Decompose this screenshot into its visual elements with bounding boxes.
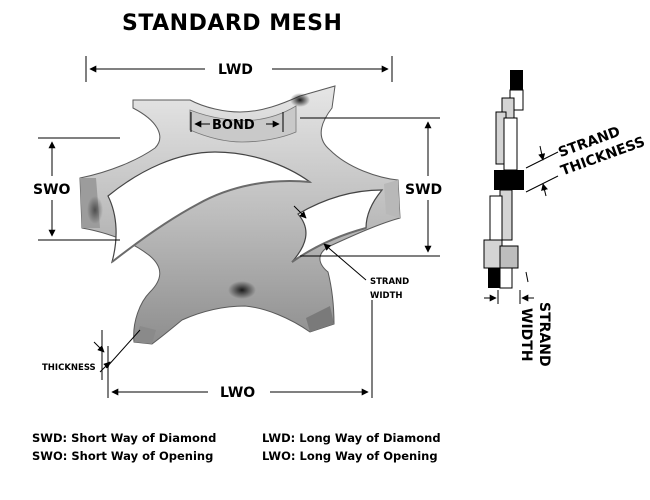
- swo-dimension: [38, 137, 120, 241]
- strand-width-side-dimension: [484, 271, 534, 304]
- thickness-pointer: [93, 329, 141, 380]
- diagram-title: STANDARD MESH: [122, 11, 342, 36]
- lwd-label: LWD: [218, 62, 253, 78]
- strand-profile: [483, 70, 524, 289]
- mesh-body: [79, 85, 401, 345]
- swo-label: SWO: [33, 182, 71, 198]
- legend-swd: SWD: Short Way of Diamond: [32, 431, 216, 445]
- lwo-dimension: [107, 300, 373, 398]
- legend-swo: SWO: Short Way of Opening: [32, 449, 213, 463]
- legend-lwo: LWO: Long Way of Opening: [262, 449, 438, 463]
- strand-thickness-label: STRAND THICKNESS: [556, 124, 647, 179]
- strand-thickness-dimension: [525, 145, 559, 197]
- strand-width-pointer: [293, 205, 367, 281]
- legend-lwd: LWD: Long Way of Diamond: [262, 431, 441, 445]
- lwd-dimension: [85, 56, 393, 82]
- legend: SWD: Short Way of Diamond SWO: Short Way…: [32, 431, 441, 463]
- strand-width-vertical-line2: WIDTH: [518, 308, 534, 362]
- thickness-label: THICKNESS: [42, 363, 96, 373]
- strand-width-vertical-label: STRAND WIDTH: [518, 302, 552, 367]
- lwo-label: LWO: [220, 385, 255, 401]
- swd-dimension: [300, 117, 440, 257]
- bond-dimension: [190, 112, 284, 132]
- strand-width-vertical-line1: STRAND: [536, 302, 552, 367]
- strand-width-label-line1: STRAND: [370, 277, 409, 287]
- swd-label: SWD: [405, 182, 442, 198]
- bond-label: BOND: [212, 118, 255, 133]
- strand-width-label-line2: WIDTH: [370, 291, 403, 301]
